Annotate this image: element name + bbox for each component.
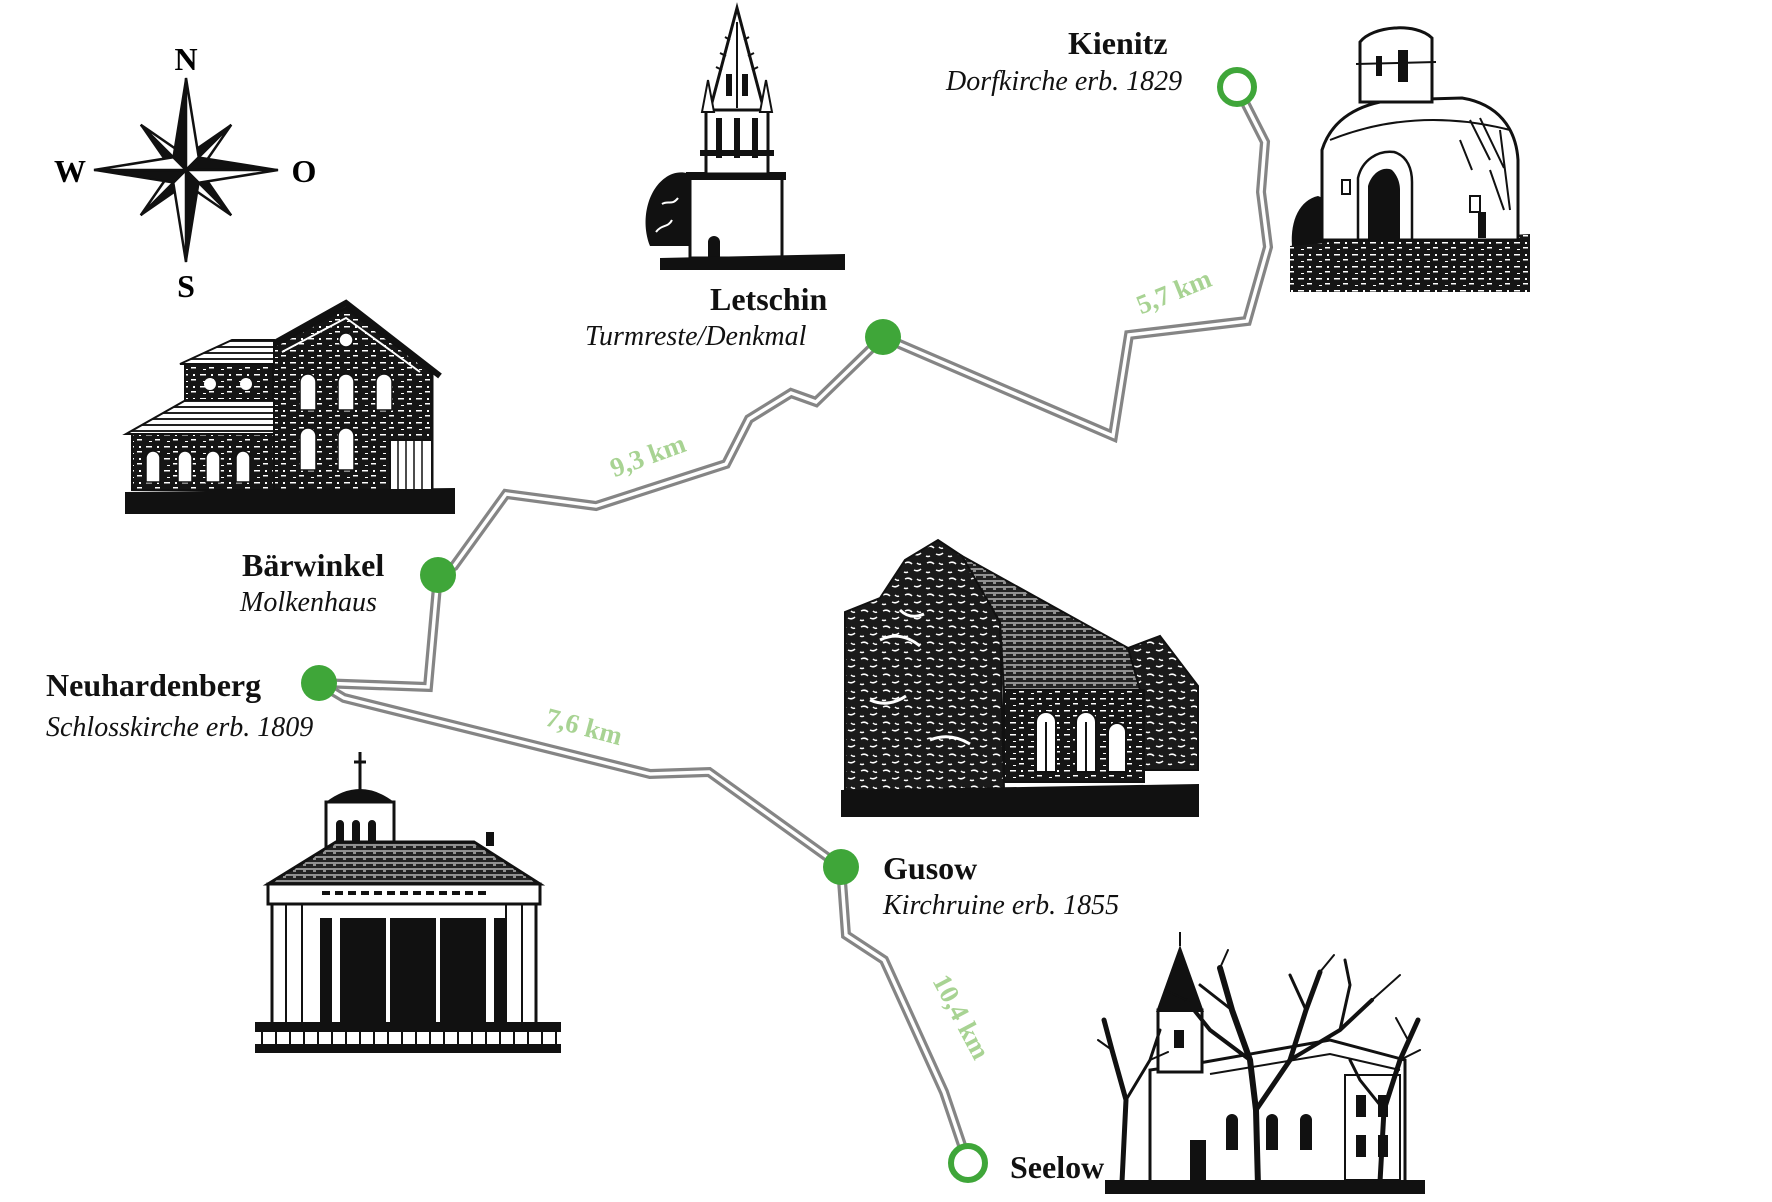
compass-star-icon bbox=[93, 77, 279, 263]
station-subtitle-neuhardenberg: Schlosskirche erb. 1809 bbox=[46, 712, 314, 743]
station-name-gusow: Gusow bbox=[883, 850, 978, 886]
station-subtitle-kienitz: Dorfkirche erb. 1829 bbox=[946, 66, 1183, 97]
compass-point bbox=[172, 77, 187, 173]
station-marker-gusow bbox=[823, 849, 859, 885]
station-marker-neuhardenberg bbox=[301, 665, 337, 701]
route-line bbox=[316, 84, 1274, 1165]
compass-south-label: S bbox=[177, 268, 195, 304]
compass-point bbox=[171, 166, 188, 263]
domed-church-drawing bbox=[255, 752, 561, 1053]
compass-point bbox=[182, 168, 279, 185]
station-subtitle-letschin: Turmreste/Denkmal bbox=[585, 321, 807, 352]
station-name-baerwinkel: Bärwinkel bbox=[242, 547, 385, 583]
town-church-with-trees-drawing bbox=[1097, 932, 1425, 1194]
route-segment-inner bbox=[882, 86, 1270, 439]
compass-north-label: N bbox=[174, 41, 197, 77]
station-subtitle-baerwinkel: Molkenhaus bbox=[240, 587, 377, 618]
station-marker-letschin bbox=[865, 319, 901, 355]
village-church-drawing bbox=[1290, 26, 1530, 292]
route-segment-kienitz-letschin bbox=[881, 84, 1274, 444]
station-marker-kienitz bbox=[1217, 67, 1257, 107]
compass-east-label: O bbox=[292, 153, 317, 189]
station-name-seelow: Seelow bbox=[1010, 1149, 1105, 1185]
station-marker-baerwinkel bbox=[420, 557, 456, 593]
route-segment-inner bbox=[437, 335, 885, 577]
compass-rose: N S W O bbox=[54, 41, 316, 304]
station-name-letschin: Letschin bbox=[710, 281, 828, 317]
route-segment-inner bbox=[839, 866, 970, 1164]
station-markers bbox=[301, 67, 1257, 1183]
stone-house-drawing bbox=[122, 299, 455, 514]
route-segment-inner bbox=[318, 574, 440, 689]
route-segment-inner bbox=[318, 681, 843, 869]
compass-point bbox=[93, 169, 189, 184]
compass-point bbox=[185, 167, 200, 263]
station-marker-seelow bbox=[948, 1143, 988, 1183]
church-ruin-drawing bbox=[841, 538, 1199, 817]
gothic-tower-drawing bbox=[645, 2, 845, 270]
station-subtitle-gusow: Kirchruine erb. 1855 bbox=[883, 890, 1120, 921]
compass-point bbox=[183, 156, 279, 171]
compass-point bbox=[184, 77, 201, 174]
station-name-neuhardenberg: Neuhardenberg bbox=[46, 667, 262, 703]
compass-west-label: W bbox=[54, 153, 86, 189]
compass-point bbox=[93, 155, 190, 172]
station-name-kienitz: Kienitz bbox=[1068, 25, 1168, 61]
